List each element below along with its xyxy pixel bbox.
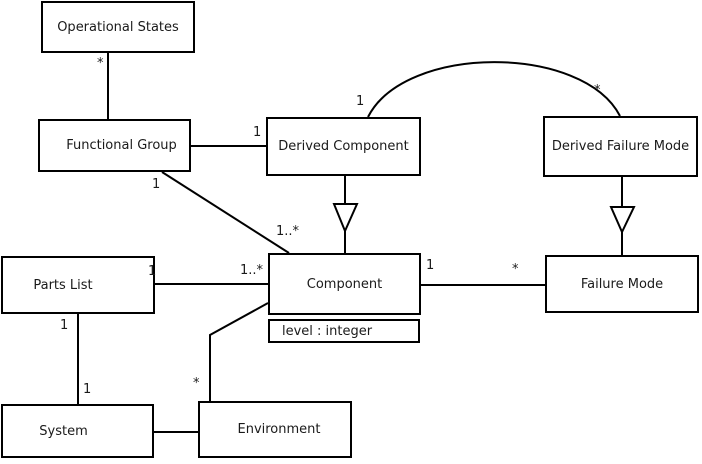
multiplicity-component-to-failure-mode-end: 1 (426, 258, 435, 273)
class-parts-list: Parts List (1, 256, 155, 314)
multiplicity-parts-list-system-top: 1 (60, 318, 69, 333)
multiplicity-operational-states-end: * (97, 56, 104, 71)
class-name: Environment (237, 422, 321, 437)
multiplicity-component-from-parts-list-end: 1..* (240, 263, 264, 278)
class-component: Component (268, 253, 421, 315)
attribute-level: level : integer (282, 323, 373, 339)
class-name: Failure Mode (580, 276, 664, 292)
class-functional-group: Functional Group (38, 119, 191, 172)
class-name: Derived Failure Mode (551, 139, 690, 154)
class-system: System (1, 404, 154, 458)
class-derived-component: Derived Component (266, 117, 421, 176)
edge-arc-derived-component-derived-failure-mode (367, 61, 621, 118)
class-name: Parts List (33, 277, 93, 293)
multiplicity-component-from-functional-group-end: 1..* (276, 224, 300, 239)
class-operational-states: Operational States (41, 1, 195, 53)
edge-component-environment (209, 302, 269, 401)
class-failure-mode: Failure Mode (545, 255, 699, 313)
class-derived-failure-mode: Derived Failure Mode (543, 116, 698, 177)
multiplicity-derived-component-assoc-end: 1 (253, 125, 262, 140)
multiplicity-arc-derived-component-end: 1 (356, 94, 365, 109)
generalization-triangle-icon (609, 206, 636, 235)
generalization-triangle-icon (332, 203, 359, 234)
class-name: Derived Component (278, 139, 409, 154)
edge-generalization-derived-failure-mode-failure-mode (609, 177, 636, 255)
class-name: Operational States (57, 19, 179, 35)
class-environment: Environment (198, 401, 352, 458)
multiplicity-parts-list-system-bottom: 1 (83, 382, 92, 397)
edge-functional-group-component (161, 171, 290, 254)
class-name: Functional Group (66, 138, 177, 153)
class-name: System (39, 423, 88, 439)
class-component-attributes: level : integer (268, 319, 420, 343)
multiplicity-parts-list-end: 1 (148, 264, 157, 279)
multiplicity-functional-group-end: 1 (152, 177, 161, 192)
class-name: Component (306, 276, 383, 292)
multiplicity-environment-end: * (193, 376, 200, 391)
edge-generalization-derived-component-component (332, 176, 359, 253)
multiplicity-failure-mode-end: * (512, 262, 519, 277)
multiplicity-arc-derived-failure-mode-end: * (594, 83, 601, 98)
